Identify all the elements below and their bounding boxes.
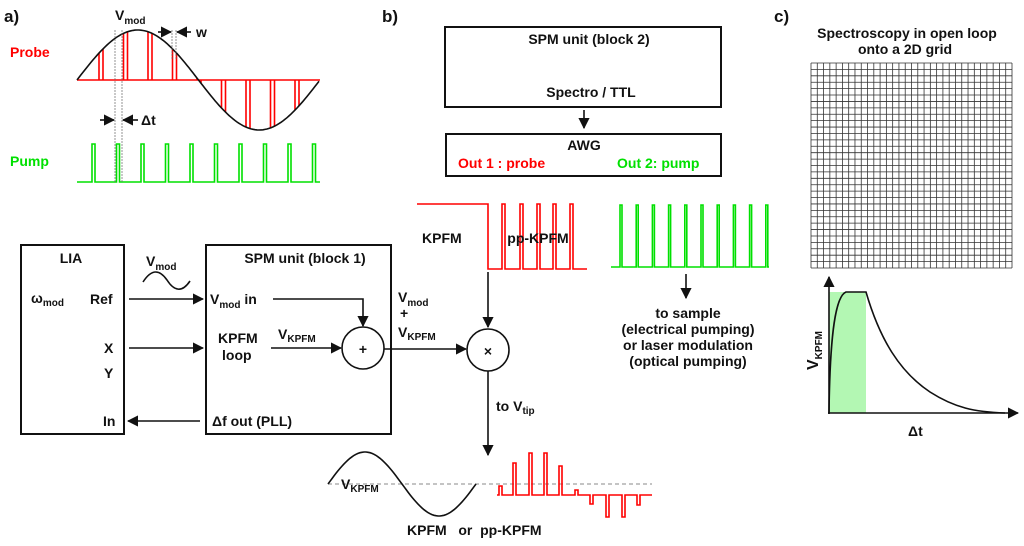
pump-pulse-train xyxy=(77,143,320,183)
panel-c: c) Spectroscopy in open loop onto a 2D g… xyxy=(774,7,1020,439)
x-port: X xyxy=(104,340,114,356)
output-vkpfm-label: VKPFM xyxy=(341,476,379,495)
y-port: Y xyxy=(104,365,114,381)
pp-kpfm-pulses xyxy=(497,452,652,518)
panel-b: b) SPM unit (block 2) Spectro / TTL AWG … xyxy=(382,7,769,369)
probe-pulse xyxy=(171,48,178,80)
spm-block-2-title: SPM unit (block 2) xyxy=(528,31,649,47)
pump-waveform xyxy=(77,143,320,183)
sine-icon xyxy=(142,271,191,290)
sum-vkpfm-label: VKPFM xyxy=(398,324,436,343)
spm-block-1-title: SPM unit (block 1) xyxy=(244,250,365,266)
out1-label: Out 1 : probe xyxy=(458,155,545,171)
to-sample-line-2: (electrical pumping) xyxy=(621,321,754,337)
awg-title: AWG xyxy=(567,137,601,153)
probe-pulse xyxy=(245,80,251,129)
awg-box xyxy=(445,133,722,177)
omega-mod-label: ωmod xyxy=(31,290,64,309)
pump-pulse-train xyxy=(611,204,769,268)
kpfm-loop-label-1: KPFM xyxy=(218,330,258,346)
mult-symbol: × xyxy=(484,343,492,359)
spm-block-1: SPM unit (block 1) Vmod in KPFM loop VKP… xyxy=(205,244,392,435)
to-sample-line-3: or laser modulation xyxy=(623,337,753,353)
probe-label: Probe xyxy=(10,44,50,60)
kpfm-output-sine xyxy=(327,451,477,517)
awg-probe-waveform xyxy=(417,203,587,270)
probe-pulse xyxy=(269,80,276,128)
probe-pulse xyxy=(220,80,227,113)
to-vtip-label: to Vtip xyxy=(496,398,535,417)
kpfm-loop-label-2: loop xyxy=(222,347,252,363)
probe-pulse xyxy=(98,48,104,80)
spm-block-2-box xyxy=(444,26,722,108)
panel-c-label: c) xyxy=(774,7,789,26)
y-axis-label: VKPFM xyxy=(805,331,825,370)
pp-kpfm-mode-label: pp-KPFM xyxy=(507,230,568,246)
panel-b-label: b) xyxy=(382,7,398,26)
vmod-label: Vmod xyxy=(115,7,145,27)
ref-port: Ref xyxy=(90,291,113,307)
probe-pulse xyxy=(122,31,129,80)
spm-block-1-box xyxy=(205,244,392,435)
panel-c-title-1: Spectroscopy in open loop xyxy=(817,25,997,41)
kpfm-mode-label: KPFM xyxy=(422,230,462,246)
panel-a-label: a) xyxy=(4,7,19,26)
lia-title: LIA xyxy=(60,250,83,266)
vmod-in-arrow xyxy=(273,298,369,328)
decay-curve xyxy=(828,291,1006,414)
sum-symbol: + xyxy=(359,341,367,357)
modulation-sine xyxy=(76,29,320,131)
panel-c-title-2: onto a 2D grid xyxy=(858,41,952,57)
probe-pulse xyxy=(294,80,300,111)
out2-label: Out 2: pump xyxy=(617,155,699,171)
pp-kpfm-output-waveform xyxy=(497,452,652,518)
probe-pulse xyxy=(147,31,153,80)
probe-pulse-train xyxy=(417,203,587,270)
output-caption: KPFM or pp-KPFM xyxy=(407,522,542,538)
lia-box xyxy=(20,244,125,435)
width-label: w xyxy=(195,24,207,40)
to-sample-line-4: (optical pumping) xyxy=(629,353,746,369)
vmod-in-label: Vmod in xyxy=(210,291,257,311)
sum-vmod-label: Vmod xyxy=(398,289,428,309)
vmod-signal-label: Vmod xyxy=(146,253,176,273)
sum-plus-label: + xyxy=(400,305,408,321)
vkpfm-label: VKPFM xyxy=(278,326,316,345)
spectroscopy-grid xyxy=(810,62,1013,269)
df-out-label: Δf out (PLL) xyxy=(212,413,292,429)
spectro-ttl-label: Spectro / TTL xyxy=(546,84,636,100)
lia-block: LIA ωmod Ref X Y In xyxy=(20,244,125,435)
in-port: In xyxy=(103,413,115,429)
summing-node xyxy=(341,326,385,370)
pump-on-highlight xyxy=(829,292,866,413)
delta-t-label: Δt xyxy=(141,112,156,128)
x-axis-label: Δt xyxy=(908,423,923,439)
to-sample-line-1: to sample xyxy=(655,305,721,321)
pump-label: Pump xyxy=(10,153,49,169)
awg-pump-waveform xyxy=(611,204,769,268)
panel-a: a) Vmod w Probe Pump Δt xyxy=(4,7,320,183)
